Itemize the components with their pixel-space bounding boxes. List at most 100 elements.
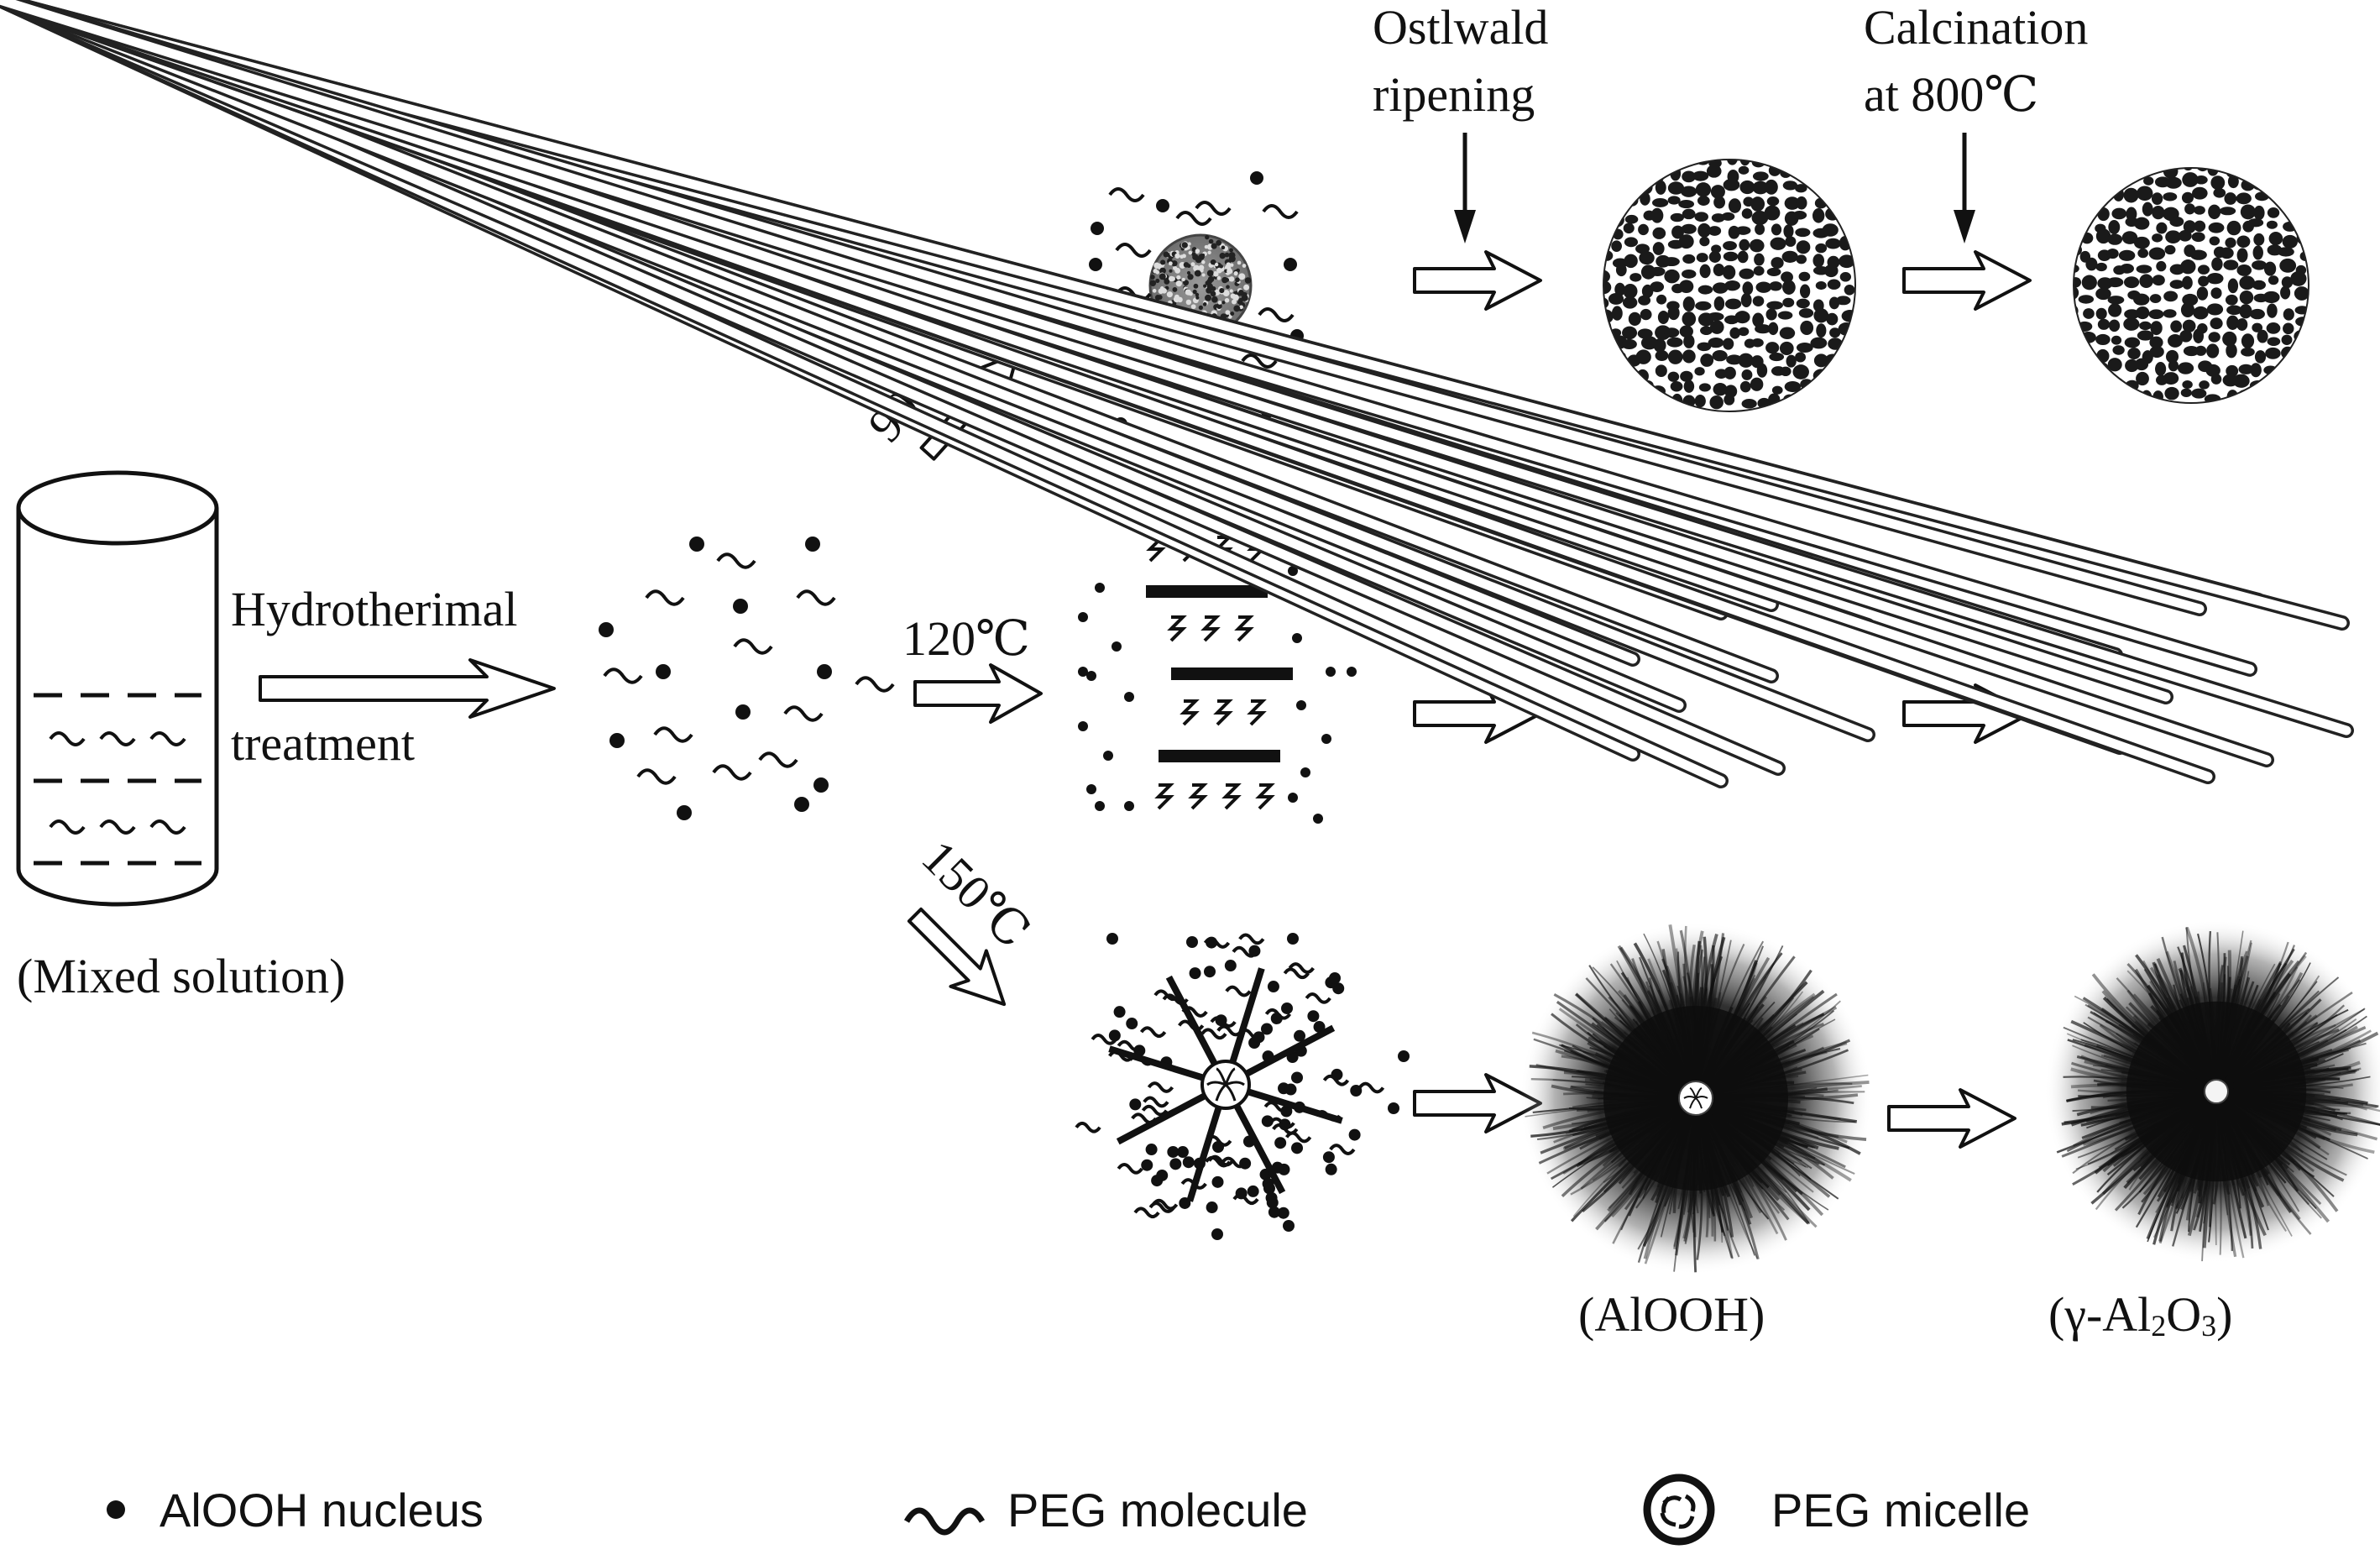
peg-molecule — [1133, 1207, 1160, 1219]
pore-grain — [1683, 380, 1695, 393]
pore-grain — [2283, 308, 2294, 321]
pore-grain — [2152, 275, 2165, 286]
pore-grain — [2095, 175, 2111, 186]
peg-molecule — [653, 726, 693, 743]
nucleus-dot — [1167, 1145, 1180, 1158]
nucleus-dot — [1267, 981, 1279, 993]
texture-grain — [1193, 283, 1199, 289]
pore-grain — [1697, 342, 1712, 352]
peg-chain — [1154, 783, 1174, 810]
texture-grain — [1238, 297, 1243, 303]
texture-grain — [1233, 271, 1238, 276]
pore-grain — [1638, 223, 1649, 236]
pore-grain — [1612, 160, 1623, 167]
pore-grain — [2074, 264, 2079, 274]
pore-grain — [1655, 180, 1666, 195]
pore-grain — [1798, 271, 1811, 281]
nucleus-dot — [1224, 960, 1237, 972]
pore-grain — [2183, 346, 2200, 357]
pore-grain — [2122, 168, 2137, 174]
nucleus-dot — [1247, 1185, 1259, 1197]
peg-molecule — [1091, 1033, 1117, 1045]
pore-grain — [1822, 223, 1839, 237]
texture-grain — [1198, 254, 1205, 261]
pore-grain — [2106, 248, 2119, 259]
nanorod-fill — [0, 0, 1783, 773]
pore-grain — [1844, 285, 1855, 296]
hydrothermal-arrow — [259, 658, 556, 719]
pore-grain — [1652, 242, 1665, 255]
pore-grain — [1796, 254, 1807, 264]
pore-grain — [2257, 329, 2268, 343]
texture-grain — [1181, 277, 1185, 281]
pore-grain — [2277, 247, 2294, 257]
core-chain — [1695, 1096, 1708, 1099]
nucleus-dot — [1129, 1098, 1142, 1111]
nucleus-dot — [1211, 1175, 1224, 1188]
nanorod-fill — [0, 0, 2272, 765]
texture-grain — [1175, 280, 1182, 287]
peg-molecule — [1225, 985, 1252, 997]
pore-grain — [2226, 305, 2242, 316]
legend-peg-molecule-icon — [903, 1507, 986, 1536]
pore-grain — [2095, 228, 2111, 244]
pore-grain — [1827, 395, 1841, 407]
pore-grain — [2281, 392, 2294, 403]
texture-grain — [1210, 259, 1216, 265]
pore-grain — [1662, 257, 1680, 267]
pore-grain — [1739, 268, 1755, 280]
texture-grain — [1187, 274, 1194, 280]
pore-grain — [1650, 281, 1665, 292]
pore-grain — [1603, 297, 1609, 310]
texture-grain — [1226, 285, 1230, 290]
nucleus-dot — [1095, 583, 1105, 593]
pore-grain — [1664, 327, 1680, 338]
texture-grain — [1243, 292, 1248, 296]
pore-grain — [1655, 350, 1669, 362]
pore-grain — [1707, 312, 1724, 322]
lamellar-intermediate — [1078, 536, 1357, 824]
pore-grain — [1823, 264, 1839, 278]
nucleus-dot — [817, 664, 832, 679]
pore-grain — [2095, 333, 2111, 345]
pore-grain — [2156, 222, 2168, 234]
pore-grain — [1699, 264, 1711, 279]
nucleus-dot — [1325, 1163, 1337, 1175]
pore-grain — [1667, 181, 1685, 195]
texture-grain — [1159, 273, 1166, 280]
pore-grain — [2239, 275, 2256, 291]
pore-grain — [1603, 270, 1610, 284]
nucleus-dot — [794, 797, 809, 812]
peg-chain — [1180, 699, 1200, 726]
pore-grain — [1822, 378, 1835, 391]
pore-grain — [2294, 208, 2309, 221]
texture-grain — [1216, 275, 1221, 280]
pore-grain — [2227, 278, 2239, 294]
pore-grain — [1670, 212, 1684, 222]
pore-grain — [2282, 234, 2298, 249]
pore-grain — [2180, 302, 2195, 318]
arrow-120c — [913, 663, 1043, 724]
pore-grain — [1697, 285, 1713, 295]
pore-grain — [2219, 207, 2236, 216]
pore-grain — [2143, 176, 2154, 186]
pore-grain — [2183, 220, 2196, 233]
pore-grain — [2208, 222, 2225, 233]
pore-grain — [1742, 281, 1754, 296]
pore-grain — [2164, 244, 2176, 255]
nucleus-dot — [1398, 1050, 1410, 1062]
texture-grain — [1210, 291, 1216, 297]
nucleus-dot — [1078, 721, 1088, 731]
pore-grain — [2189, 249, 2207, 260]
pore-grain — [1784, 196, 1800, 210]
pore-grain — [2182, 172, 2199, 187]
pore-grain — [1697, 222, 1711, 238]
pore-grain — [2252, 322, 2263, 332]
precursor-cluster — [599, 537, 895, 820]
pore-grain — [2079, 376, 2094, 386]
pore-grain — [2181, 191, 2194, 204]
pore-grain — [2108, 377, 2125, 392]
pore-grain — [1682, 349, 1696, 364]
pore-grain — [2199, 380, 2210, 390]
pore-grain — [2156, 260, 2167, 272]
